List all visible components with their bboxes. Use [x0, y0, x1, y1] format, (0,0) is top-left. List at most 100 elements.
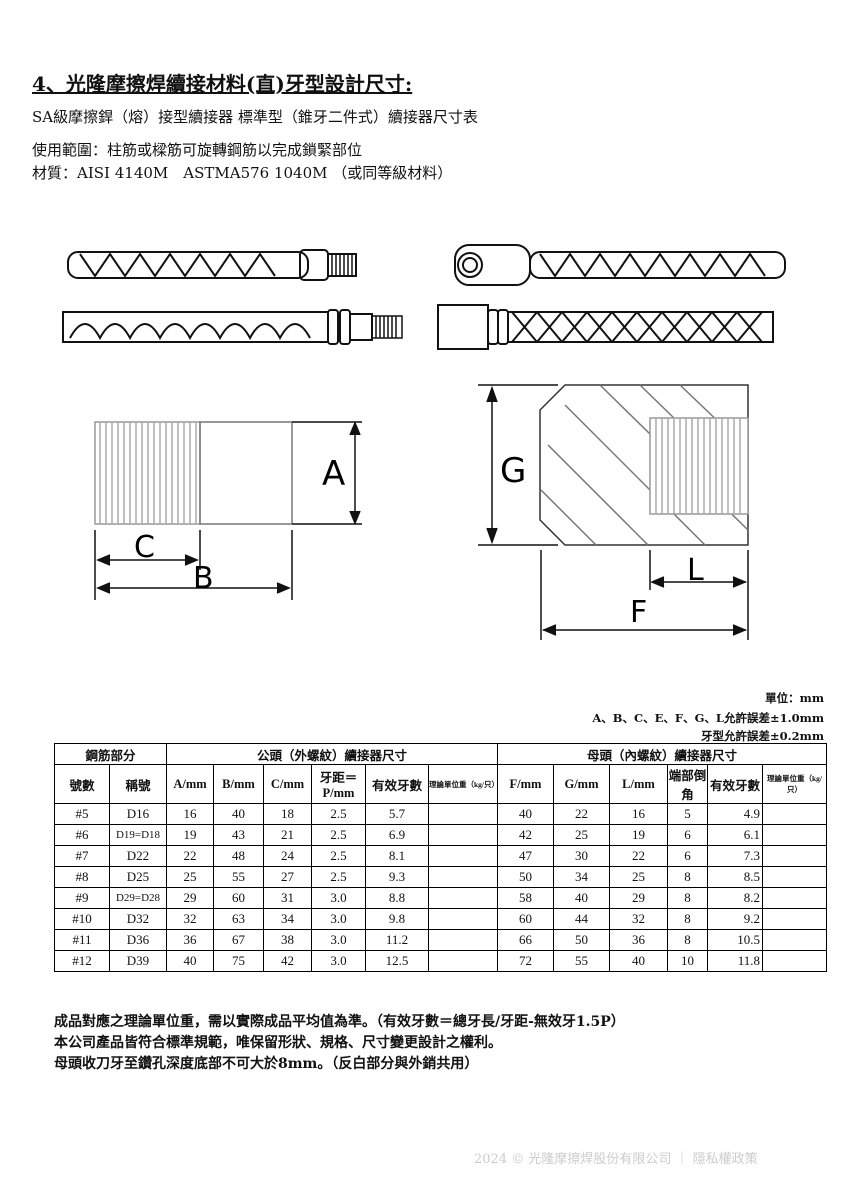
table-cell: 3.0 — [311, 887, 366, 909]
table-cell: 34 — [263, 908, 312, 930]
material-spec: 材質：AISI 4140M ASTMA576 1040M （或同等級材料） — [32, 164, 453, 182]
table-cell: #8 — [54, 866, 110, 888]
table-cell: D32 — [109, 908, 167, 930]
table-cell: 34 — [553, 866, 610, 888]
table-cell — [428, 887, 498, 909]
table-cell: 25 — [553, 824, 610, 846]
table-cell: 12.5 — [365, 950, 429, 972]
table-cell: 60 — [213, 887, 264, 909]
connector-diagrams: A C B G L F — [62, 244, 786, 640]
table-cell: 2.5 — [311, 803, 366, 825]
page-title: 4、光隆摩擦焊續接材料(直)牙型設計尺寸: — [32, 72, 413, 96]
table-cell: 47 — [497, 845, 554, 867]
column-header: 有效牙數 — [707, 764, 763, 804]
table-cell: 32 — [609, 908, 668, 930]
table-cell: 9.2 — [707, 908, 763, 930]
group-header-male: 公頭（外螺紋）續接器尺寸 — [166, 743, 498, 765]
tolerance-note: A、B、C、E、F、G、L允許誤差±1.0mm — [592, 711, 824, 725]
table-cell: 6 — [667, 824, 708, 846]
female-dimension-drawing — [478, 384, 749, 640]
table-cell — [762, 887, 827, 909]
table-cell: 40 — [213, 803, 264, 825]
table-cell: 19 — [609, 824, 668, 846]
table-cell — [762, 845, 827, 867]
table-cell: 67 — [213, 929, 264, 951]
table-cell: 75 — [213, 950, 264, 972]
table-cell — [428, 824, 498, 846]
table-cell: 36 — [609, 929, 668, 951]
male-connector-side — [62, 309, 403, 345]
table-cell: 44 — [553, 908, 610, 930]
table-cell: 38 — [263, 929, 312, 951]
label-b: B — [193, 561, 214, 596]
table-cell: 48 — [213, 845, 264, 867]
table-cell: 2.5 — [311, 824, 366, 846]
table-cell: 66 — [497, 929, 554, 951]
table-cell: 2.5 — [311, 845, 366, 867]
table-cell: 36 — [166, 929, 214, 951]
table-cell: D19=D18 — [109, 824, 167, 846]
table-cell: D29=D28 — [109, 887, 167, 909]
group-header-row: 鋼筋部分 公頭（外螺紋）續接器尺寸 母頭（內螺紋）續接器尺寸 — [54, 743, 827, 765]
table-cell: 31 — [263, 887, 312, 909]
label-f: F — [630, 595, 647, 630]
table-cell: 6.1 — [707, 824, 763, 846]
table-cell: 2.5 — [311, 866, 366, 888]
column-header: F/mm — [497, 764, 554, 804]
table-cell: 3.0 — [311, 929, 366, 951]
table-cell: 29 — [609, 887, 668, 909]
table-cell: 7.3 — [707, 845, 763, 867]
table-cell: 22 — [553, 803, 610, 825]
table-cell — [762, 950, 827, 972]
table-cell: 42 — [497, 824, 554, 846]
table-cell: 63 — [213, 908, 264, 930]
table-cell: 22 — [609, 845, 668, 867]
table-cell: D25 — [109, 866, 167, 888]
table-cell: 16 — [609, 803, 668, 825]
table-cell: 60 — [497, 908, 554, 930]
table-cell: #12 — [54, 950, 110, 972]
table-cell — [428, 908, 498, 930]
table-cell: 8 — [667, 887, 708, 909]
usage-scope: 使用範圍：柱筋或樑筋可旋轉鋼筋以完成鎖緊部位 — [32, 141, 363, 159]
table-cell — [428, 950, 498, 972]
column-header: 有效牙數 — [365, 764, 429, 804]
table-cell: 40 — [553, 887, 610, 909]
table-cell: 32 — [166, 908, 214, 930]
label-l: L — [687, 553, 704, 588]
table-cell: 22 — [166, 845, 214, 867]
column-header: 理論單位重（kg/只） — [428, 764, 499, 804]
table-cell: 18 — [263, 803, 312, 825]
male-connector-3d — [67, 249, 357, 281]
copyright-footer: 2024 © 光隆摩擦焊股份有限公司 ｜ 隱私權政策 — [474, 1152, 758, 1167]
table-cell: 6 — [667, 845, 708, 867]
table-cell: 8.1 — [365, 845, 429, 867]
table-cell: #5 — [54, 803, 110, 825]
footer-note-3: 母頭收刀牙至鑽孔深度底部不可大於8mm。（反白部分與外銷共用） — [54, 1056, 479, 1072]
table-cell: D39 — [109, 950, 167, 972]
table-cell: 25 — [609, 866, 668, 888]
table-cell — [762, 866, 827, 888]
table-cell — [762, 824, 827, 846]
male-dimension-drawing — [94, 421, 362, 600]
table-cell: 50 — [553, 929, 610, 951]
table-cell: 43 — [213, 824, 264, 846]
table-cell: #6 — [54, 824, 110, 846]
table-cell: 9.8 — [365, 908, 429, 930]
table-cell: #9 — [54, 887, 110, 909]
table-cell — [428, 845, 498, 867]
table-cell: 6.9 — [365, 824, 429, 846]
table-cell: 4.9 — [707, 803, 763, 825]
group-header-female: 母頭（內螺紋）續接器尺寸 — [497, 743, 827, 765]
table-cell: 5 — [667, 803, 708, 825]
unit-note: 單位：mm — [765, 691, 824, 705]
column-header: 端部倒角 — [667, 764, 708, 804]
table-cell: D16 — [109, 803, 167, 825]
column-header: 號數 — [54, 764, 110, 804]
